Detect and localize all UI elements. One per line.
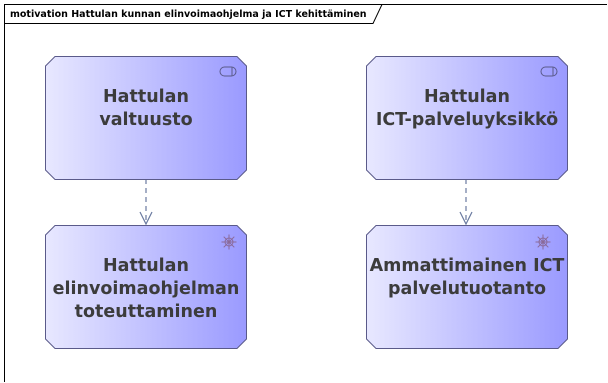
- diagram-title-tab: [4, 4, 383, 24]
- node-label-line1: Hattulan: [103, 87, 189, 107]
- node-label-line1: Ammattimainen ICT: [369, 256, 565, 276]
- stakeholder-icon: [219, 66, 237, 77]
- node-label-line1: Hattulan: [424, 87, 510, 107]
- connector-ict-palvelutuotanto[interactable]: [459, 179, 473, 226]
- stakeholder-hattulan-valtuusto[interactable]: Hattulan valtuusto: [45, 56, 247, 180]
- node-label-line2: ICT-palveluyksikkö: [375, 110, 559, 130]
- stakeholder-icon: [540, 66, 558, 77]
- driver-icon: [535, 234, 551, 250]
- driver-hattulan-elinvoimaohjelman-toteuttaminen[interactable]: Hattulan elinvoimaohjelman toteuttaminen: [45, 225, 247, 349]
- driver-ammattimainen-ict-palvelutuotanto[interactable]: Ammattimainen ICT palvelutuotanto: [366, 225, 568, 349]
- diagram-frame: [4, 4, 607, 382]
- node-label-line3: toteuttaminen: [74, 302, 218, 322]
- node-label-line2: elinvoimaohjelman: [52, 279, 240, 299]
- diagram-title: motivation Hattulan kunnan elinvoimaohje…: [10, 9, 367, 20]
- node-label-line2: palvelutuotanto: [388, 279, 546, 299]
- node-label-line2: valtuusto: [99, 110, 193, 130]
- node-label-line1: Hattulan: [103, 256, 189, 276]
- driver-icon: [221, 234, 237, 250]
- connector-valtuusto-elinvoima[interactable]: [139, 179, 153, 226]
- stakeholder-hattulan-ict-palveluyksikko[interactable]: Hattulan ICT-palveluyksikkö: [366, 56, 568, 180]
